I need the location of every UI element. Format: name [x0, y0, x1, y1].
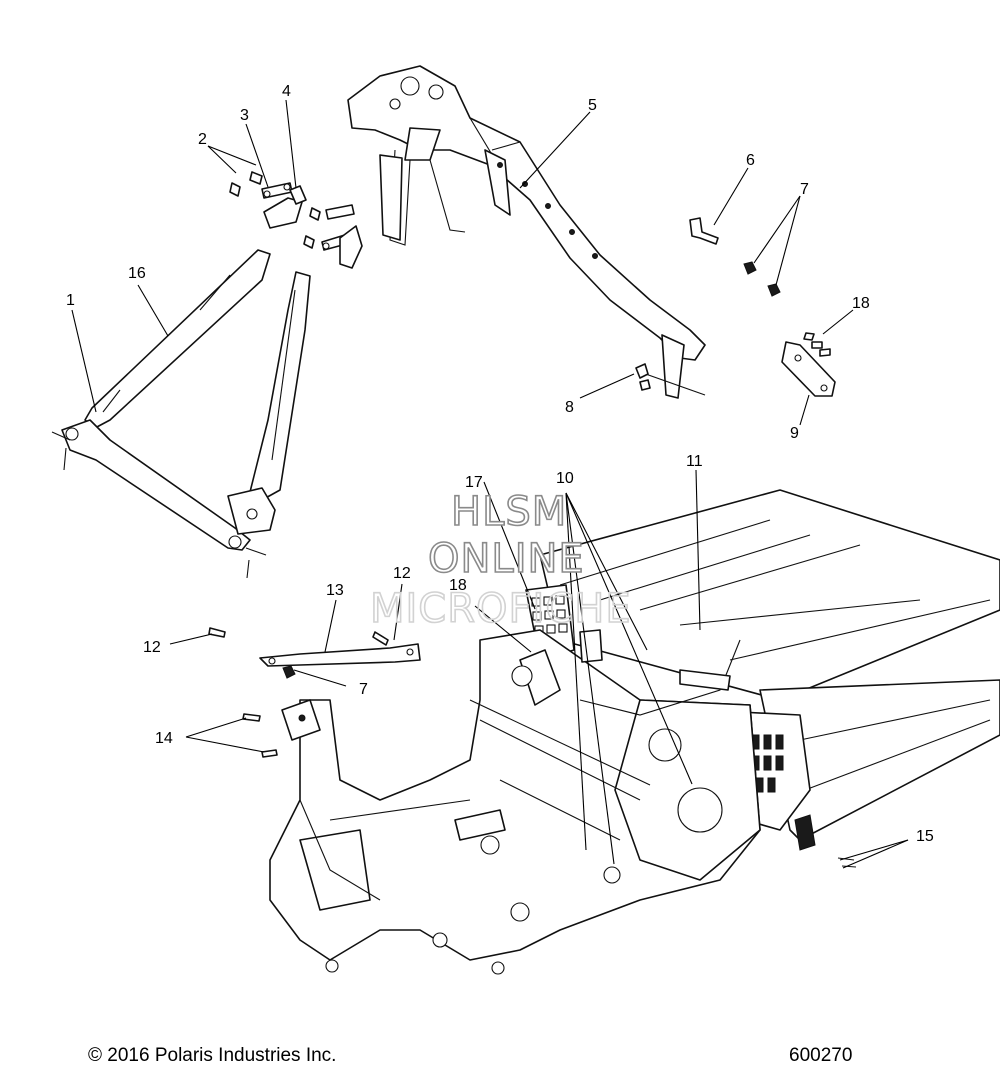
part-8-clip — [635, 363, 651, 391]
parts-2-3-4-links — [229, 171, 363, 269]
callout-9: 9 — [790, 425, 799, 442]
callout-3: 3 — [240, 107, 249, 124]
callout-2: 2 — [198, 131, 207, 148]
part-9-plate — [781, 332, 836, 397]
callout-1: 1 — [66, 292, 75, 309]
part-14-pins — [242, 713, 278, 758]
callout-11: 11 — [686, 453, 703, 470]
part-13-tie-rod — [208, 627, 421, 667]
watermark-line-1: HLSM — [451, 489, 567, 535]
callout-6: 6 — [746, 152, 755, 169]
callout-16: 16 — [128, 265, 146, 282]
part-5-upper-frame — [347, 65, 706, 399]
part-11-tunnel — [539, 489, 1000, 868]
callout-18-lower: 18 — [449, 577, 467, 594]
callout-14: 14 — [155, 730, 173, 747]
callout-12-left: 12 — [143, 639, 161, 656]
watermark-line-2: ONLINE — [428, 536, 585, 582]
callout-18-upper: 18 — [852, 295, 870, 312]
callout-12-right: 12 — [393, 565, 411, 582]
callout-4: 4 — [282, 83, 291, 100]
main-chassis — [269, 629, 761, 975]
callout-8: 8 — [565, 399, 574, 416]
callout-13: 13 — [326, 582, 344, 599]
callout-5: 5 — [588, 97, 597, 114]
watermark: HLSM ONLINE MICROFICHE — [369, 488, 632, 633]
callout-7-upper: 7 — [800, 181, 809, 198]
part-7-nuts — [282, 261, 781, 679]
parts-1-16-front-struts — [51, 249, 311, 579]
callout-17: 17 — [465, 474, 483, 491]
copyright-notice: © 2016 Polaris Industries Inc. — [88, 1045, 337, 1066]
watermark-line-3: MICROFICHE — [370, 586, 632, 632]
callout-numbers: 1 16 2 3 4 5 6 7 18 8 9 10 11 17 18 12 1… — [66, 83, 934, 845]
callout-10: 10 — [556, 470, 574, 487]
figure-number: 600270 — [789, 1045, 853, 1066]
leader-lines — [71, 99, 909, 869]
part-6-bolt — [689, 217, 719, 245]
callout-7-lower: 7 — [359, 681, 368, 698]
callout-15: 15 — [916, 828, 934, 845]
